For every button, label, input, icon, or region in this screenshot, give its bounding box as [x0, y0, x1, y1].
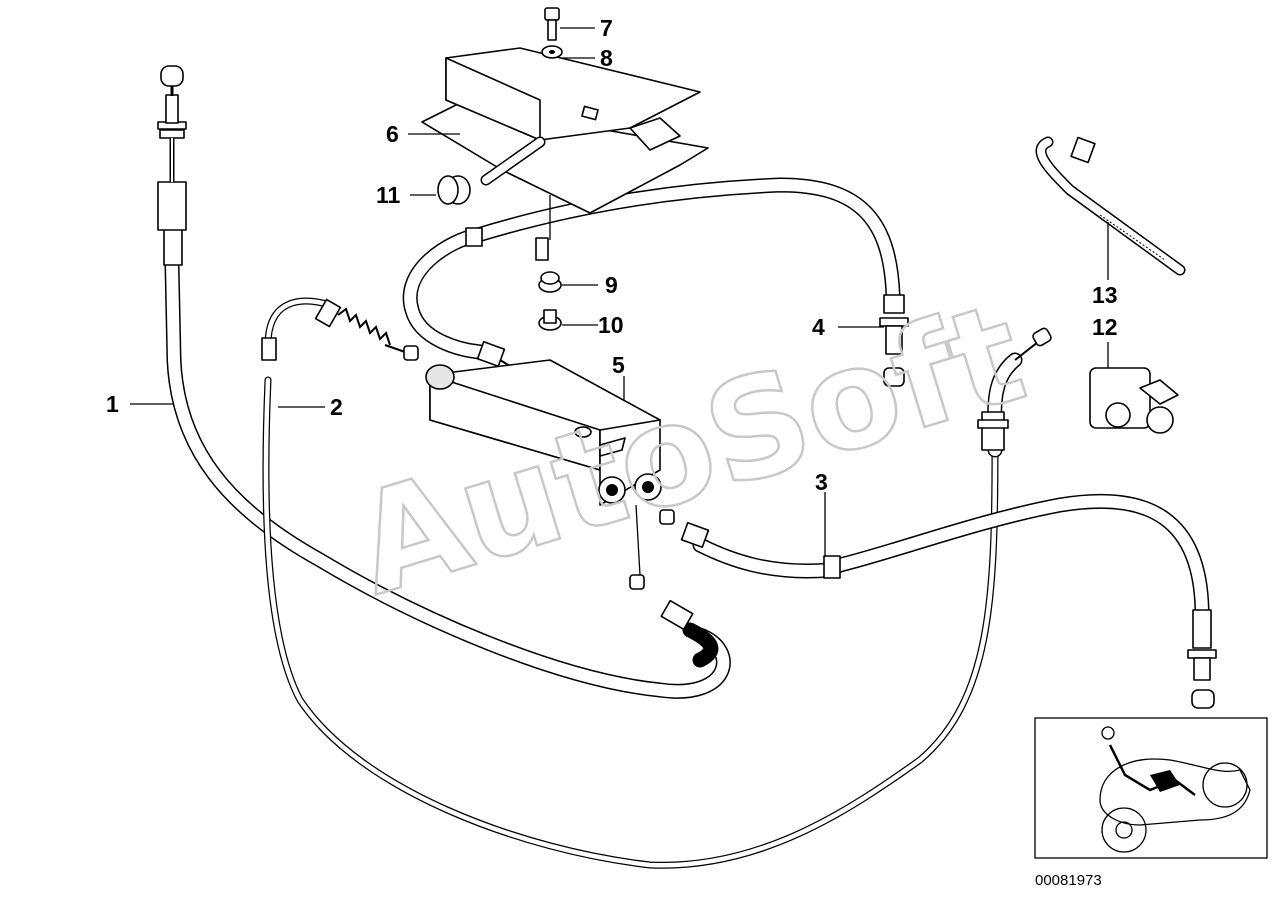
part-6-bracket: [421, 47, 709, 240]
callout-10: 10: [598, 312, 624, 338]
callout-12: 12: [1092, 314, 1118, 340]
leader-lines: [130, 27, 1109, 557]
location-thumbnail: [1034, 717, 1268, 859]
part-5-distributor: [425, 359, 719, 668]
watermark-text: AutoSoft: [338, 272, 1041, 627]
callout-6: 6: [386, 121, 399, 147]
callout-1: 1: [106, 391, 119, 417]
callout-5: 5: [612, 352, 625, 378]
callout-4: 4: [812, 314, 825, 340]
part-10-bushing: [538, 309, 562, 331]
part-11-sleeve: [437, 175, 471, 205]
callout-11: 11: [376, 182, 401, 208]
callout-labels: 1 2 3 4 5 6 7 8 9 10 11 12 13: [106, 15, 1118, 495]
part-13-cable-tie: [1035, 136, 1186, 276]
callout-8: 8: [600, 45, 613, 71]
callout-2: 2: [330, 394, 343, 420]
cable-1: [157, 65, 731, 699]
callout-9: 9: [605, 272, 618, 298]
part-9-grommet: [538, 271, 562, 293]
cable-4: [402, 177, 909, 387]
part-12-clip: [1089, 367, 1179, 434]
cable-3: [659, 493, 1217, 709]
callout-3: 3: [815, 469, 828, 495]
document-number: 00081973: [1035, 872, 1102, 889]
callout-13: 13: [1092, 282, 1118, 308]
part-7-screw: [544, 7, 560, 41]
part-8-washer: [541, 45, 563, 59]
callout-7: 7: [600, 15, 613, 41]
cable-2: [261, 297, 1052, 869]
